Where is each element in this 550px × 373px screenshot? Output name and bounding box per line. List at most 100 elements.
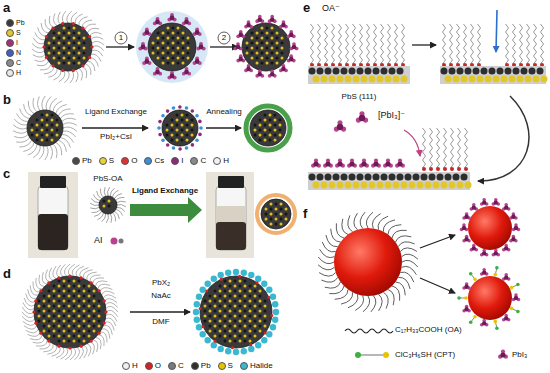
atom-dot bbox=[58, 340, 61, 343]
atom-dot bbox=[254, 124, 257, 127]
atom-dot bbox=[167, 27, 170, 30]
atom-dot bbox=[219, 310, 222, 313]
atom-dot bbox=[46, 139, 49, 142]
panel-letter: e bbox=[303, 0, 310, 16]
ligand-chain bbox=[79, 346, 83, 359]
lead-atom bbox=[537, 68, 544, 75]
atom-dot bbox=[51, 129, 54, 132]
legend-swatch bbox=[99, 157, 107, 165]
surface-atom bbox=[205, 281, 211, 287]
legend-item: S bbox=[6, 29, 21, 37]
ligand-chain bbox=[13, 125, 27, 129]
quantum-dot bbox=[468, 206, 512, 250]
atom-dot bbox=[214, 335, 217, 338]
chlorine-dot bbox=[495, 266, 499, 270]
surface-atom bbox=[273, 309, 279, 315]
atom-dot bbox=[219, 325, 222, 328]
process-arrow bbox=[206, 127, 241, 128]
sulfur-atom bbox=[417, 182, 424, 189]
ligand-chain bbox=[22, 307, 34, 313]
atom-dot bbox=[254, 129, 257, 132]
lead-atom bbox=[325, 174, 332, 181]
lead-atom bbox=[289, 57, 294, 62]
surface-atom bbox=[194, 301, 200, 307]
carboxylate-head bbox=[464, 167, 468, 171]
atom-dot bbox=[177, 27, 180, 30]
atom-dot bbox=[209, 305, 212, 308]
atom-dot bbox=[269, 119, 272, 122]
surface-atom bbox=[103, 322, 106, 325]
atom-dot bbox=[281, 47, 284, 50]
atom-dot bbox=[172, 27, 175, 30]
atom-dot bbox=[187, 37, 190, 40]
atom-dot bbox=[204, 310, 207, 313]
legend-item: Pb bbox=[6, 19, 25, 27]
atom-dot bbox=[167, 32, 170, 35]
atom-dot bbox=[162, 62, 165, 65]
atom-dot bbox=[63, 315, 66, 318]
atom-dot bbox=[182, 52, 185, 55]
atom-dot bbox=[266, 62, 269, 65]
atom-dot bbox=[244, 335, 247, 338]
atom-dot bbox=[244, 280, 247, 283]
process-arrow bbox=[478, 96, 529, 181]
atom-dot bbox=[41, 119, 44, 122]
surface-atom bbox=[103, 299, 106, 302]
surface-atom bbox=[220, 278, 223, 281]
process-arrow bbox=[420, 235, 455, 248]
oleate-chain bbox=[423, 128, 426, 168]
surface-atom bbox=[51, 27, 54, 30]
ligand-chain bbox=[372, 214, 380, 229]
ligand-chain bbox=[103, 295, 116, 298]
atom-dot bbox=[276, 62, 279, 65]
atom-dot bbox=[73, 280, 76, 283]
ligand-chain bbox=[318, 257, 334, 264]
nanocrystal-core bbox=[261, 199, 291, 229]
sulfur-atom bbox=[401, 76, 408, 83]
atom-dot bbox=[63, 37, 66, 40]
oleate-chain bbox=[311, 24, 314, 64]
atom-dot bbox=[48, 290, 51, 293]
atom-dot bbox=[73, 37, 76, 40]
atom-dot bbox=[229, 310, 232, 313]
atom-dot bbox=[239, 340, 242, 343]
surface-atom bbox=[34, 322, 37, 325]
surface-atom bbox=[172, 146, 176, 150]
ligand-chain bbox=[363, 296, 370, 312]
ligand-chain bbox=[53, 144, 57, 158]
legend-text: S bbox=[109, 156, 114, 166]
sulfur-atom bbox=[369, 182, 376, 189]
atom-dot bbox=[63, 62, 66, 65]
atom-dot bbox=[41, 129, 44, 132]
atom-dot bbox=[224, 315, 227, 318]
atom-dot bbox=[285, 218, 288, 221]
surface-atom bbox=[90, 281, 93, 284]
atom-dot bbox=[191, 124, 194, 127]
atom-dot bbox=[152, 47, 155, 50]
lead-atom bbox=[292, 45, 297, 50]
atom-dot bbox=[264, 300, 267, 303]
atom-dot bbox=[271, 47, 274, 50]
atom-dot bbox=[266, 37, 269, 40]
lead-atom bbox=[317, 174, 324, 181]
ligand-chain bbox=[53, 266, 56, 279]
atom-dot bbox=[88, 290, 91, 293]
surface-atom bbox=[178, 105, 182, 109]
lead-atom bbox=[385, 161, 390, 166]
atom-dot bbox=[78, 305, 81, 308]
atom-dot bbox=[270, 208, 273, 211]
surface-atom bbox=[248, 272, 254, 278]
atom-dot bbox=[214, 315, 217, 318]
oleate-chain bbox=[437, 128, 440, 168]
ligand-chain bbox=[33, 98, 37, 112]
atom-dot bbox=[251, 32, 254, 35]
atom-dot bbox=[53, 305, 56, 308]
lead-atom bbox=[357, 174, 364, 181]
legend-item: Pb bbox=[72, 156, 92, 166]
atom-dot bbox=[83, 285, 86, 288]
atom-dot bbox=[259, 330, 262, 333]
reagent-label: PbX₂ bbox=[152, 278, 170, 288]
lead-atom bbox=[144, 30, 149, 35]
sulfur-atom bbox=[525, 76, 532, 83]
